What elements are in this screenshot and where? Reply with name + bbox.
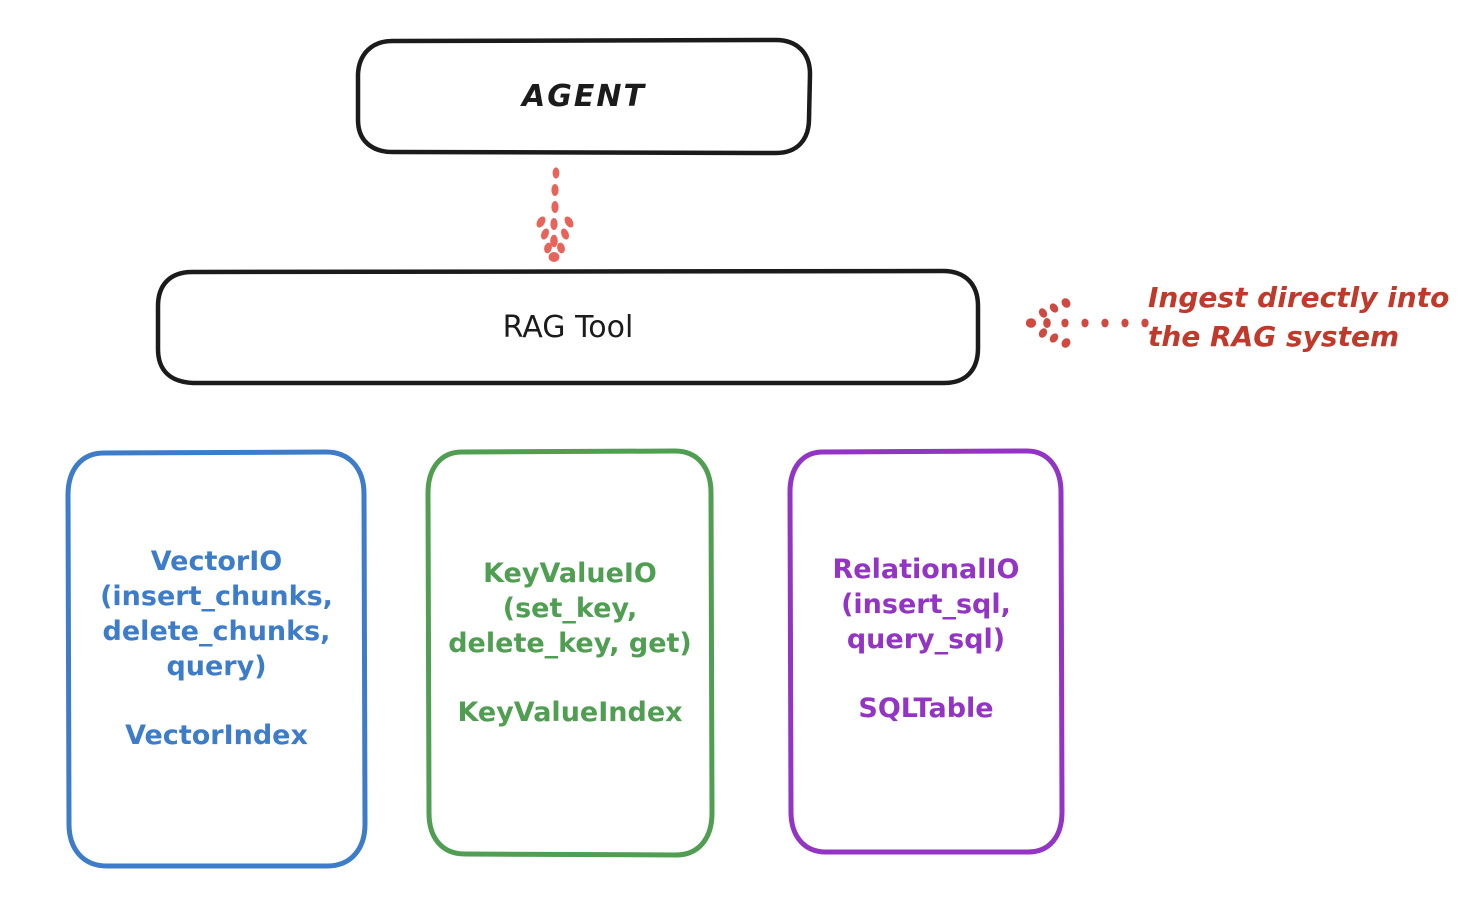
rag-tool-node-label: RAG Tool [502,309,634,345]
vector-io-node-text: VectorIO (insert_chunks, delete_chunks, … [68,452,365,866]
relational-io-node-text: RelationalIO (insert_sql, query_sql) SQL… [790,452,1062,852]
key-value-io-api-label: KeyValueIO (set_key, delete_key, get) [448,558,692,660]
vector-io-api-label: VectorIO (insert_chunks, delete_chunks, … [100,546,333,683]
key-value-index-label: KeyValueIndex [457,697,683,729]
agent-node-label: AGENT [522,79,646,114]
ingest-arrow [1025,298,1149,348]
agent-to-rag-arrow [536,167,574,262]
relational-io-api-label: RelationalIO (insert_sql, query_sql) [832,554,1020,656]
key-value-io-node-text: KeyValueIO (set_key, delete_key, get) Ke… [428,452,712,854]
sql-table-label: SQLTable [858,693,994,725]
ingest-annotation-label: Ingest directly into the RAG system [1148,281,1450,353]
vector-index-label: VectorIndex [125,720,308,752]
